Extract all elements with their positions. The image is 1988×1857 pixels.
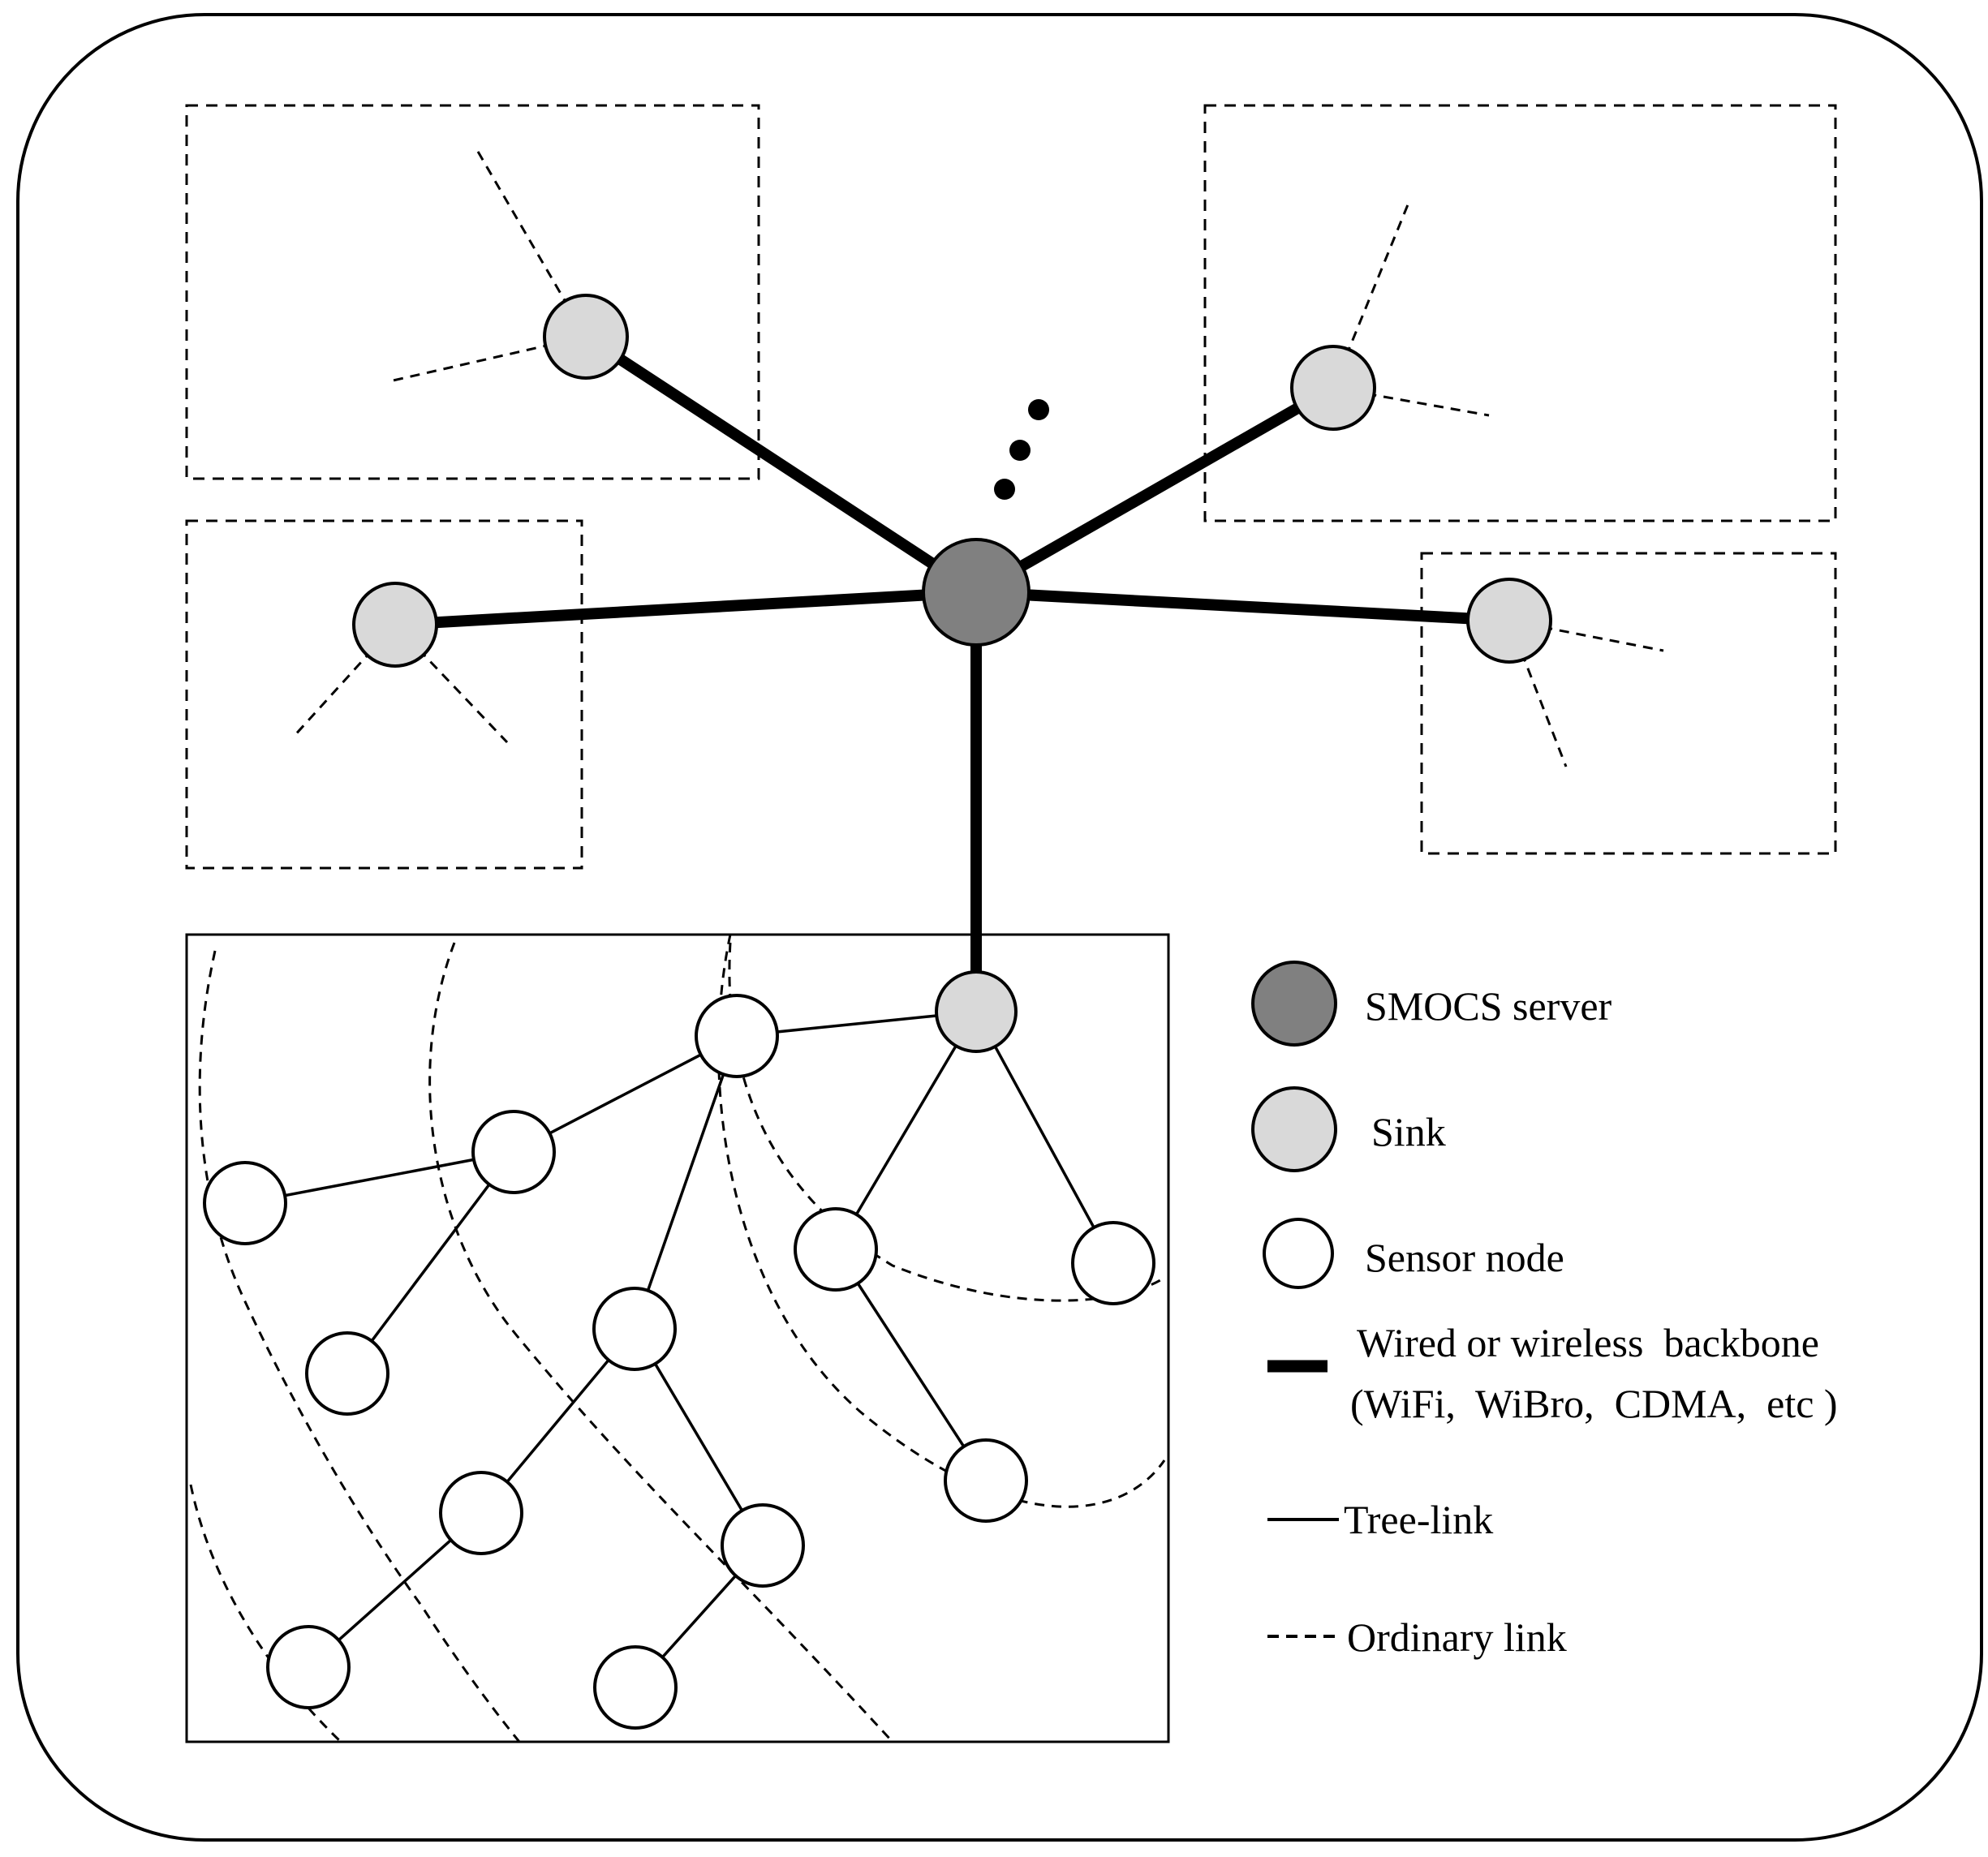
legend-ordinary-link-label: Ordinary link	[1347, 1614, 1567, 1660]
sensor-node	[592, 1287, 677, 1371]
sink-node	[935, 970, 1018, 1053]
sensor-node	[471, 1110, 556, 1194]
legend-backbone-label-line1: Wired or wireless backbone	[1357, 1320, 1819, 1365]
legend-server-label: SMOCS server	[1365, 983, 1612, 1029]
sensor-node	[266, 1625, 351, 1709]
outer-frame	[16, 13, 1983, 1842]
sensor-node	[439, 1471, 523, 1555]
sensor-node	[593, 1645, 678, 1730]
smocs-server-node	[922, 538, 1031, 647]
sensor-node	[1071, 1221, 1155, 1305]
sensor-node	[695, 994, 779, 1078]
legend-sensor-icon	[1263, 1218, 1334, 1289]
subnetwork-box-top-left	[185, 104, 760, 480]
vertical-ellipsis-icon	[994, 399, 1049, 500]
legend-sensor-label: Sensor node	[1365, 1235, 1564, 1280]
sink-node	[1290, 345, 1376, 431]
subnetwork-boxes	[185, 104, 1837, 870]
sink-node	[352, 582, 438, 668]
legend-backbone-label-line2: (WiFi, WiBro, CDMA, etc )	[1350, 1381, 1838, 1426]
legend-server-icon	[1251, 961, 1337, 1047]
sink-node	[1466, 578, 1552, 664]
sensor-node	[944, 1438, 1028, 1523]
legend-symbols	[1251, 961, 1339, 1638]
sensor-field-box	[185, 933, 1170, 1743]
legend-tree-link-label: Tree-link	[1344, 1497, 1494, 1542]
subnetwork-box-mid-right	[1420, 552, 1837, 855]
sensor-nodes	[203, 994, 1155, 1730]
sensor-node	[203, 1161, 287, 1245]
subnetwork-box-top-right	[1203, 104, 1837, 522]
sensor-node	[721, 1503, 805, 1588]
backbone-links	[394, 332, 1510, 1012]
legend-sink-label: Sink	[1371, 1109, 1446, 1154]
sink-nodes	[352, 294, 1552, 1053]
legend-sink-icon	[1251, 1086, 1337, 1172]
sensor-node	[794, 1207, 878, 1292]
sink-node	[543, 294, 629, 380]
sensor-node	[305, 1331, 389, 1416]
subnetwork-box-mid-left	[185, 519, 583, 870]
